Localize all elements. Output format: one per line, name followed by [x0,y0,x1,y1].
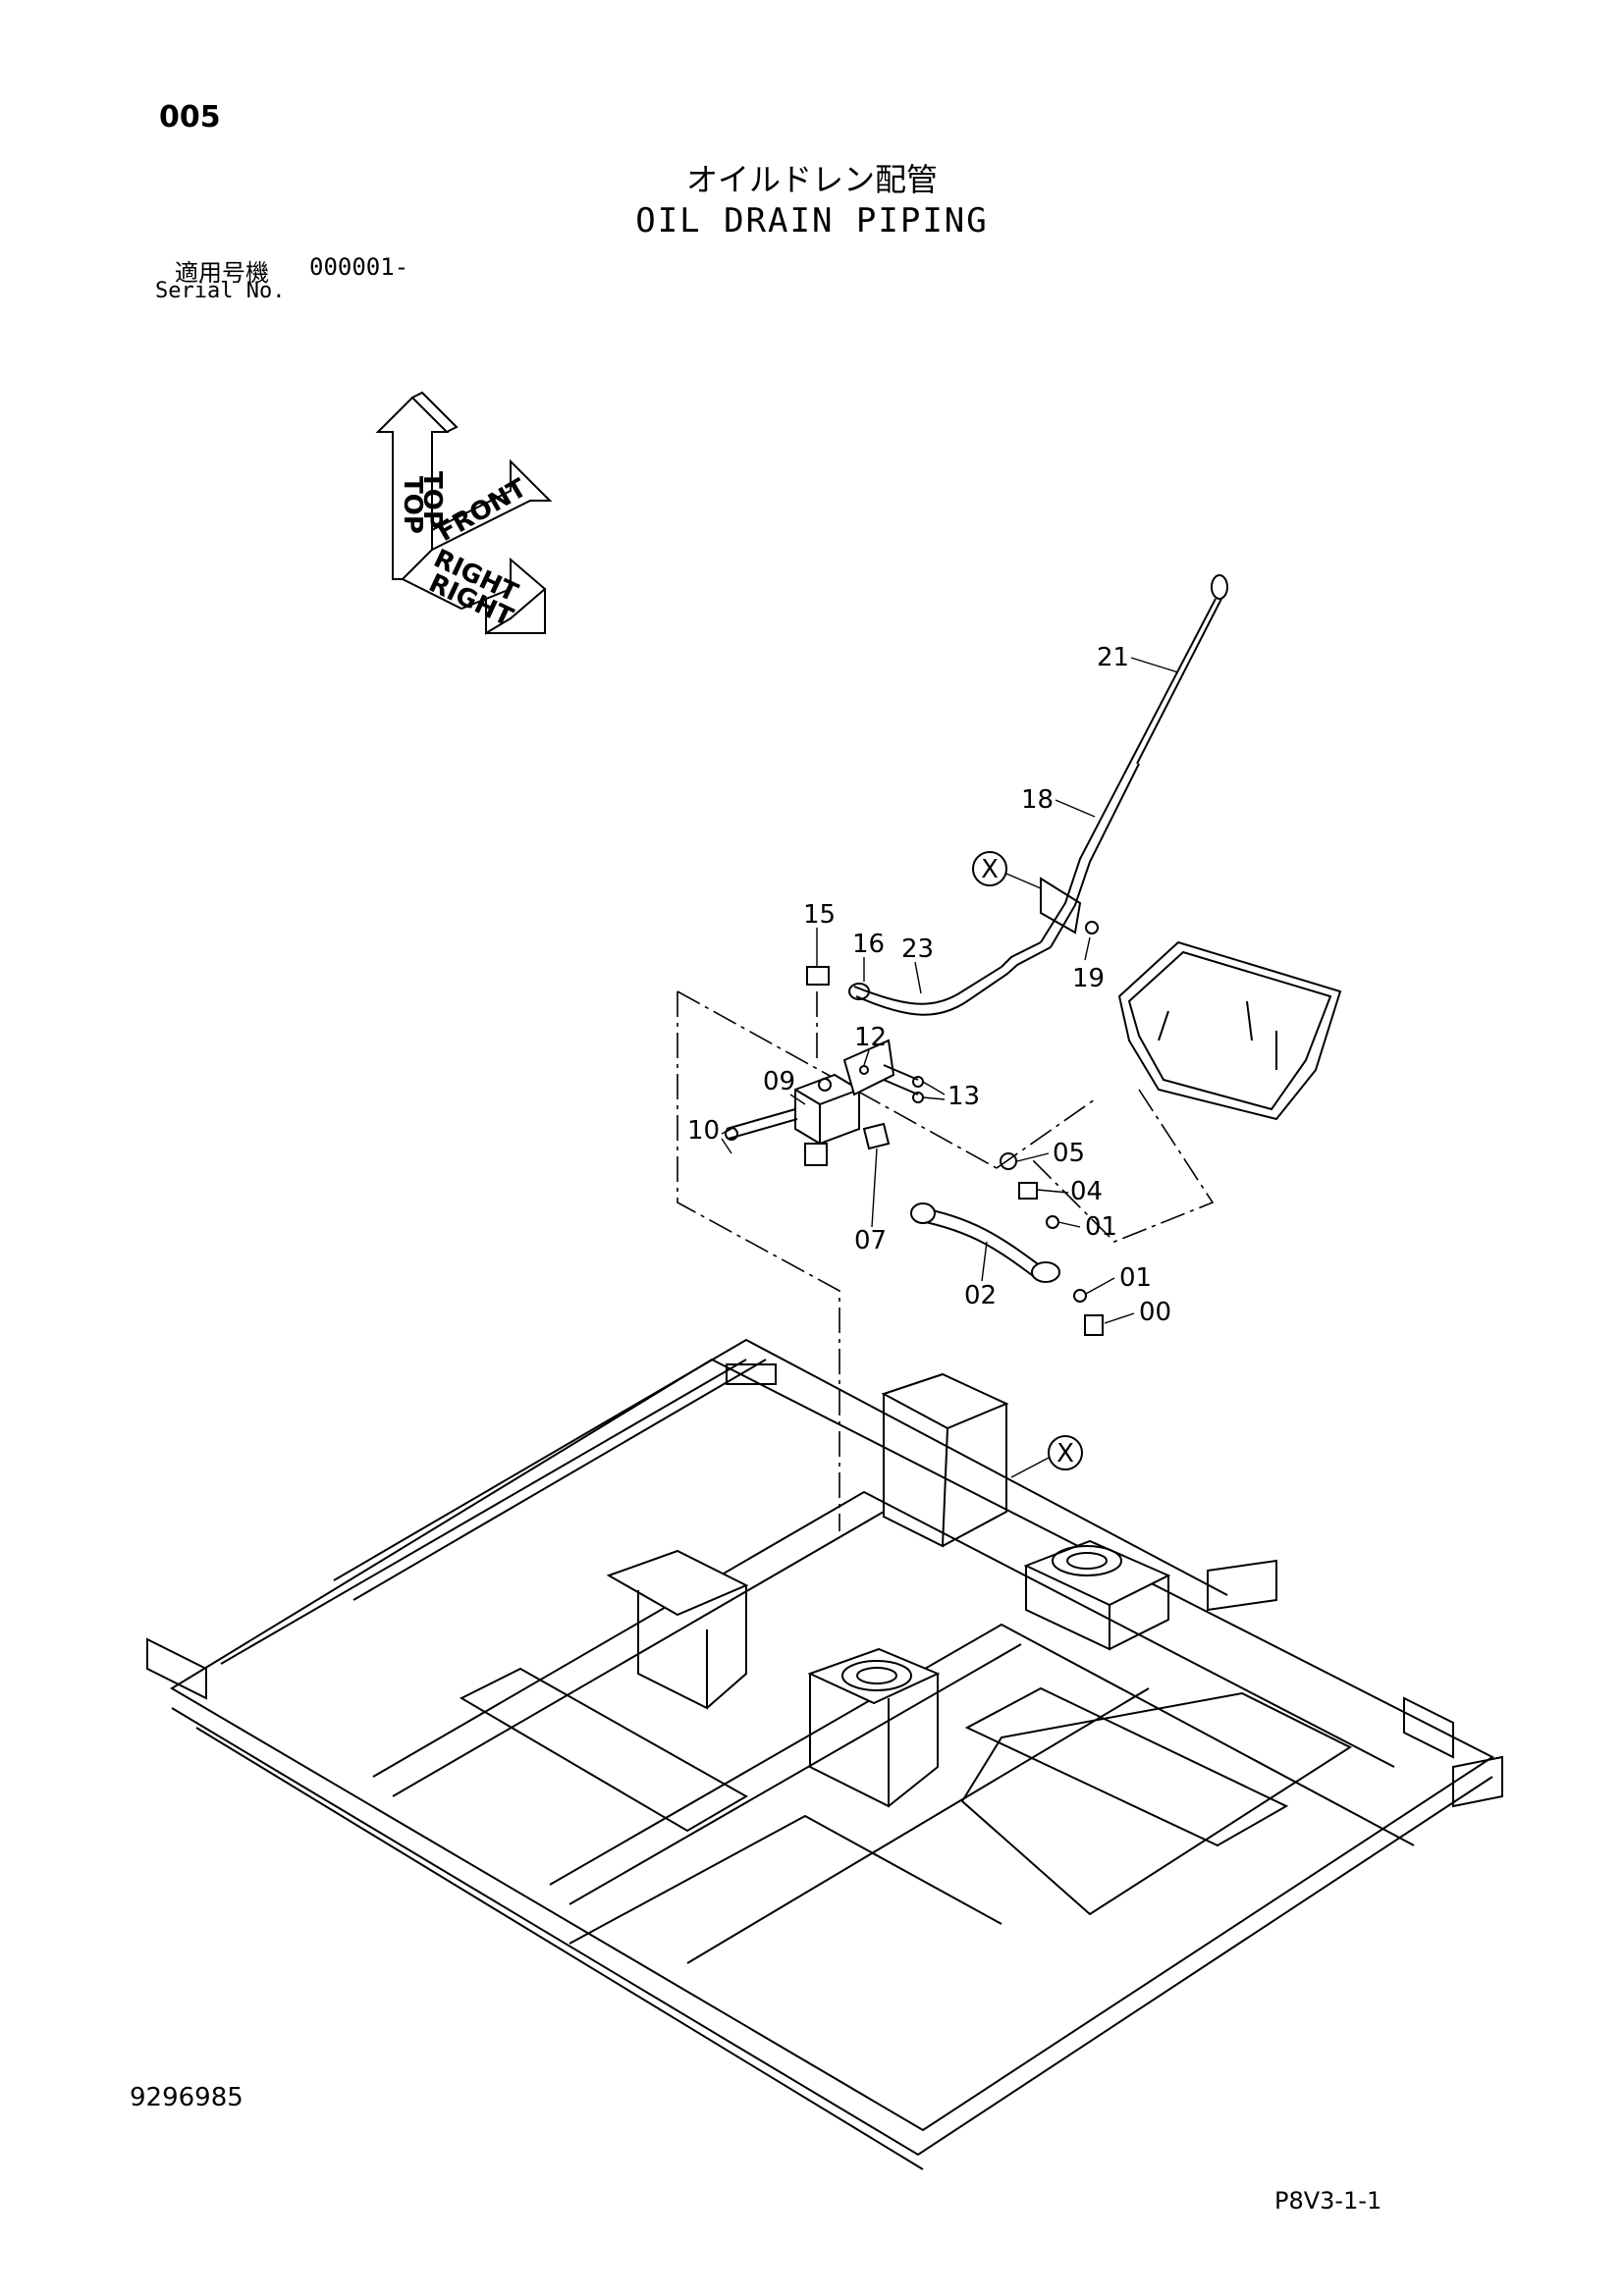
page-title-japanese: オイルドレン配管 [685,161,938,198]
callout-01-lower: 01 [1119,1263,1152,1293]
callout-21: 21 [1097,643,1129,672]
serial-label-english: Serial No. [155,279,286,303]
valve-block [725,1039,924,1166]
oil-pan [996,940,1342,1243]
level-gauge-assembly [1001,574,1228,975]
orientation-indicator: TOP TOP FRONT RIGHT RIGHT [375,391,553,635]
page-title-english: OIL DRAIN PIPING [635,201,989,240]
serial-label-japanese: 適用号機 [175,259,269,287]
callout-18: 18 [1021,785,1054,815]
callout-04: 04 [1070,1177,1103,1206]
page-number: 005 [159,100,221,134]
callout-19: 19 [1072,964,1105,993]
drain-hose-upper [806,966,1008,1060]
document-number: 9296985 [130,2083,244,2112]
callout-15: 15 [803,900,836,930]
serial-range: 000001- [309,253,409,281]
callouts: 21 18 19 15 16 23 12 09 13 10 07 05 04 0… [687,643,1179,1327]
callout-05: 05 [1053,1139,1085,1168]
callout-16: 16 [852,930,885,959]
orientation-top-label: TOP [398,476,427,534]
orientation-top-label-2: TOP [417,471,447,529]
detail-marker-upper-label: X [981,855,999,884]
callout-00: 00 [1139,1298,1171,1327]
valve-block-detail-boundary [677,990,998,1531]
base-frame [146,1338,1503,2170]
callout-10: 10 [687,1116,720,1146]
callout-09: 09 [763,1067,795,1096]
callout-23: 23 [901,934,934,964]
callout-02: 02 [964,1281,997,1310]
callout-01-upper: 01 [1085,1212,1117,1242]
detail-marker-lower-label: X [1056,1439,1074,1468]
page-code: P8V3-1-1 [1274,2187,1382,2215]
drain-hose-lower [910,1152,1104,1336]
callout-12: 12 [854,1023,887,1052]
callout-13: 13 [947,1082,980,1111]
callout-07: 07 [854,1226,887,1255]
detail-marker-lower: X [1010,1435,1083,1478]
detail-marker-upper: X [972,851,1042,889]
